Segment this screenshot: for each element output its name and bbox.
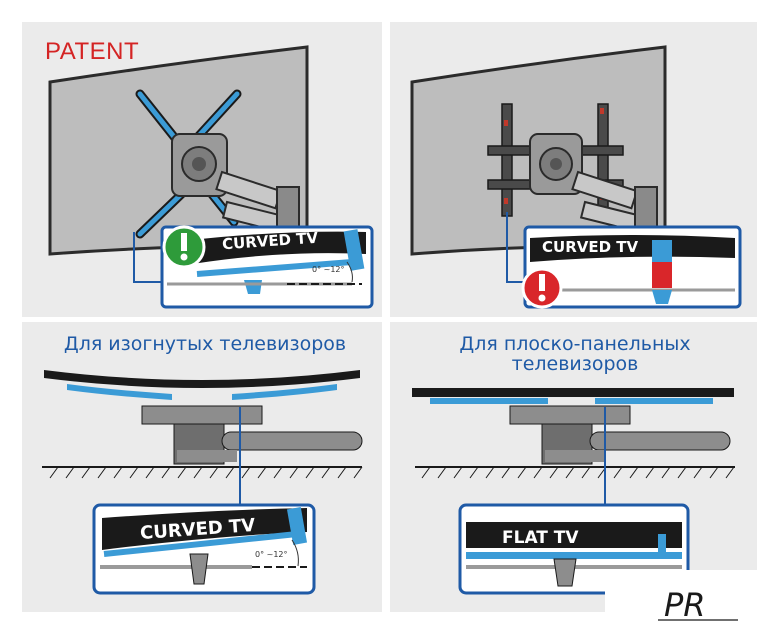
mount-plate	[529, 133, 583, 195]
pr-logo-mark: PR	[658, 586, 738, 624]
flat-tv-top-view-illustration	[412, 388, 735, 595]
top-right-callout-label: CURVED TV	[542, 238, 639, 256]
callout-connector	[506, 212, 528, 283]
patent-label: PATENT	[45, 38, 140, 65]
curved-tv-incorrect-mount-illustration	[410, 45, 742, 309]
curved-tv-top-view-illustration	[42, 370, 363, 595]
curved-tv-correct-mount-illustration	[48, 45, 374, 309]
warning-icon	[521, 267, 563, 309]
bottom-right-title-line1: Для плоско-панельных	[459, 333, 691, 355]
bottom-right-title-line2: телевизоров	[511, 353, 639, 375]
callout-connector	[133, 232, 162, 283]
pr-logo-letters: PR	[664, 586, 706, 624]
bottom-left-title: Для изогнутых телевизоров	[63, 333, 347, 355]
mount-arm	[571, 170, 658, 236]
mount-plate	[171, 133, 228, 197]
pr-logo	[605, 570, 779, 640]
check-ok-icon	[162, 225, 206, 269]
bottom-right-callout-label: FLAT TV	[502, 528, 579, 548]
top-left-angle-label: 0° ~12°	[312, 265, 345, 274]
bottom-left-angle-label: 0° ~12°	[255, 550, 288, 559]
